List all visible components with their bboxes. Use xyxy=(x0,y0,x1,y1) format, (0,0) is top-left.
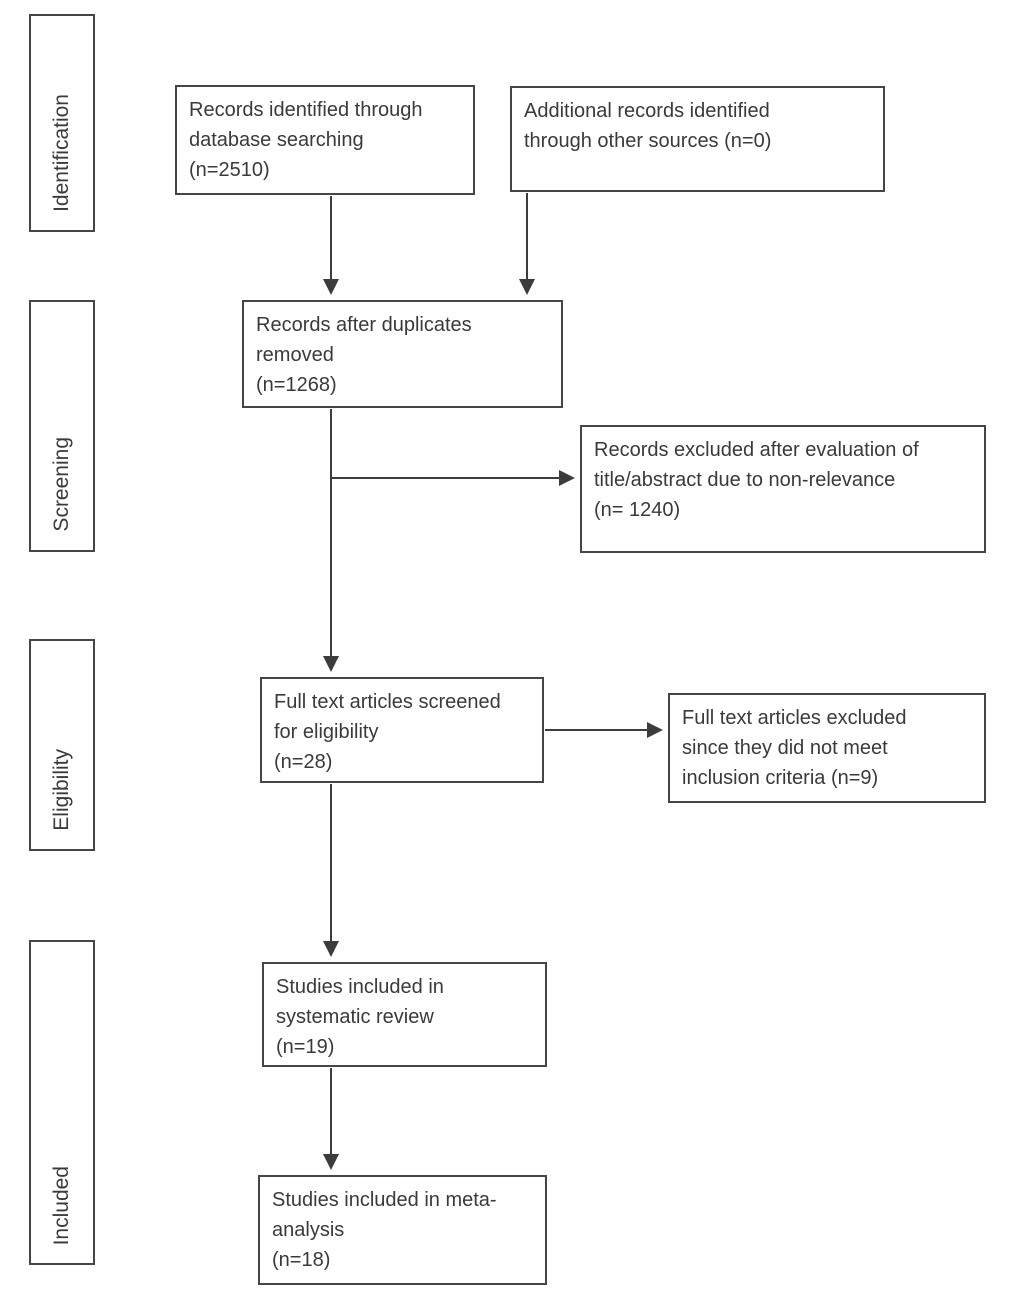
stage-label-eligibility: Eligibility xyxy=(50,749,73,831)
node-systematic-review-text: Studies included in systematic review (n… xyxy=(276,976,444,1058)
node-records-after-duplicates-text: Records after duplicates removed (n=1268… xyxy=(256,314,472,396)
node-meta-analysis-text: Studies included in meta- analysis (n=18… xyxy=(272,1189,497,1271)
node-full-text-excluded-text: Full text articles excluded since they d… xyxy=(682,707,907,789)
stage-label-included: Included xyxy=(50,1165,73,1245)
node-records-excluded: Records excluded after evaluation of tit… xyxy=(580,425,986,553)
stage-box-identification: Identification xyxy=(29,14,95,232)
node-meta-analysis: Studies included in meta- analysis (n=18… xyxy=(258,1175,547,1285)
node-records-excluded-text: Records excluded after evaluation of tit… xyxy=(594,439,919,521)
node-systematic-review: Studies included in systematic review (n… xyxy=(262,962,547,1067)
node-additional-records: Additional records identified through ot… xyxy=(510,86,885,192)
stage-box-screening: Screening xyxy=(29,300,95,552)
node-full-text-excluded: Full text articles excluded since they d… xyxy=(668,693,986,803)
node-full-text-screened-text: Full text articles screened for eligibil… xyxy=(274,691,501,773)
stage-box-included: Included xyxy=(29,940,95,1265)
node-full-text-screened: Full text articles screened for eligibil… xyxy=(260,677,544,783)
node-additional-records-text: Additional records identified through ot… xyxy=(524,100,772,152)
stage-label-screening: Screening xyxy=(50,437,73,532)
stage-label-identification: Identification xyxy=(50,94,73,212)
node-records-after-duplicates: Records after duplicates removed (n=1268… xyxy=(242,300,563,408)
stage-box-eligibility: Eligibility xyxy=(29,639,95,851)
node-records-identified-text: Records identified through database sear… xyxy=(189,99,423,181)
node-records-identified: Records identified through database sear… xyxy=(175,85,475,195)
